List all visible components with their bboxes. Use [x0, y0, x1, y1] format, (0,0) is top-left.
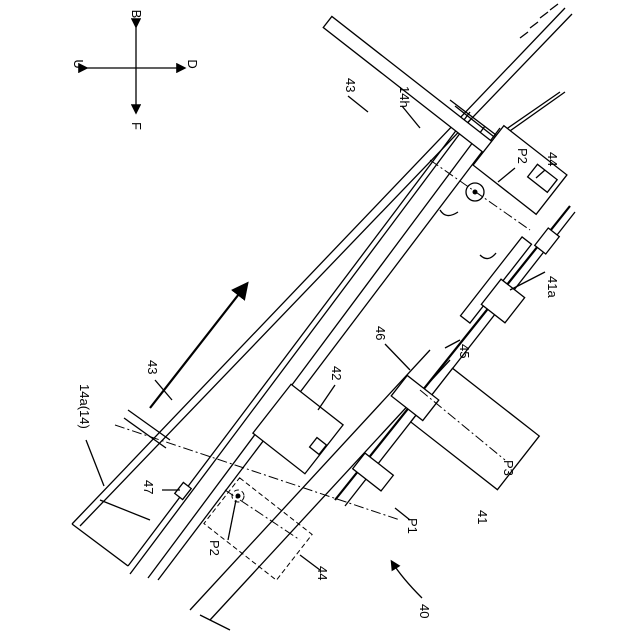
shaft-43 — [124, 16, 537, 448]
beam-46 — [130, 120, 500, 580]
bearing-44-bottom — [204, 478, 312, 580]
label-14a: 14a(14) — [77, 384, 92, 429]
compass-left-label: U — [71, 59, 86, 68]
label-p2-bottom: P2 — [207, 540, 222, 556]
label-41a: 41a — [545, 276, 560, 298]
label-44-top: 44 — [545, 152, 560, 166]
compass-right-label: D — [185, 59, 200, 68]
label-47: 47 — [141, 480, 156, 494]
label-p1: P1 — [405, 518, 420, 534]
direction-compass: B F U D — [71, 10, 200, 130]
block-42 — [253, 384, 343, 473]
label-p2-top: P2 — [515, 148, 530, 164]
label-40: 40 — [417, 604, 432, 618]
label-46: 46 — [373, 326, 388, 340]
label-43-left: 43 — [145, 360, 160, 374]
compass-up-label: B — [129, 10, 144, 19]
label-42: 42 — [329, 366, 344, 380]
label-14h: 14h — [397, 86, 412, 108]
label-44-bottom: 44 — [315, 566, 330, 580]
label-p3: P3 — [501, 460, 516, 476]
compass-down-label: F — [129, 122, 144, 130]
label-43-top: 43 — [343, 78, 358, 92]
label-41: 41 — [475, 510, 490, 524]
movement-arrow — [150, 285, 246, 408]
label-45: 45 — [457, 344, 472, 358]
